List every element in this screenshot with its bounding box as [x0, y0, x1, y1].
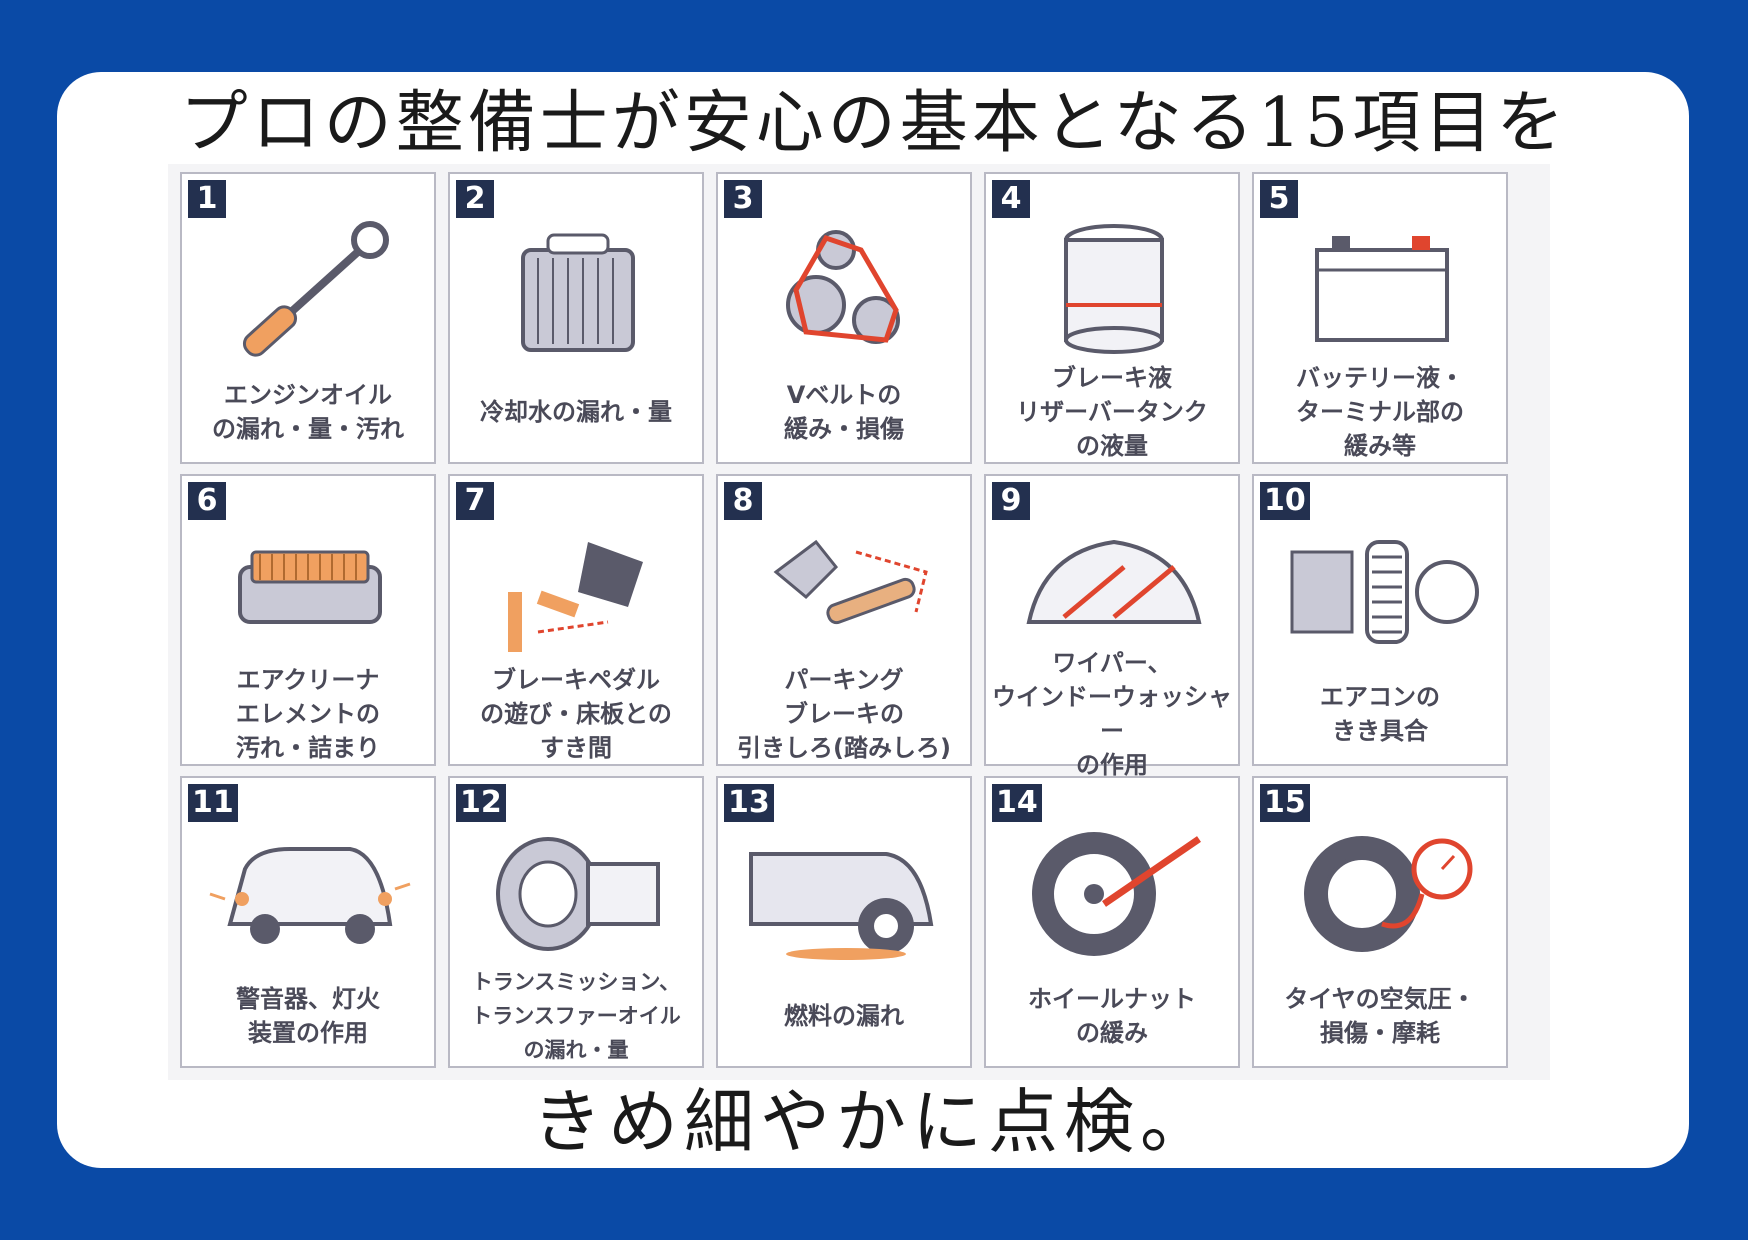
inspection-item-6: 6 エアクリーナ エレメントの 汚れ・詰まり — [180, 474, 436, 766]
inspection-item-10: 10 エアコンの きき具合 — [1252, 474, 1508, 766]
item-label: 警音器、灯火 装置の作用 — [236, 985, 380, 1047]
item-label: Vベルトの 緩み・損傷 — [784, 381, 904, 443]
parking-brake-icon — [736, 512, 956, 662]
item-label: タイヤの空気圧・ 損傷・摩耗 — [1284, 985, 1476, 1047]
item-number-badge: 11 — [188, 784, 238, 822]
item-label: 冷却水の漏れ・量 — [480, 398, 672, 426]
brake-pedal-icon — [468, 512, 688, 662]
brake-fluid-tank-icon — [1004, 210, 1224, 360]
wiper-icon — [1004, 512, 1224, 662]
item-number-badge: 6 — [188, 482, 226, 520]
item-label: バッテリー液・ ターミナル部の 緩み等 — [1296, 364, 1464, 460]
item-number-badge: 3 — [724, 180, 762, 218]
footline: きめ細やかに点検。 — [532, 1081, 1216, 1163]
inspection-item-5: 5 バッテリー液・ ターミナル部の 緩み等 — [1252, 172, 1508, 464]
headline: プロの整備士が安心の基本となる15項目を — [179, 84, 1569, 163]
car-lights-icon — [200, 814, 420, 964]
item-number-badge: 4 — [992, 180, 1030, 218]
inspection-item-14: 14 ホイールナット の緩み — [984, 776, 1240, 1068]
inspection-item-13: 13 燃料の漏れ — [716, 776, 972, 1068]
item-number-badge: 8 — [724, 482, 762, 520]
item-label: パーキング ブレーキの 引きしろ(踏みしろ) — [737, 666, 951, 762]
item-label: ホイールナット の緩み — [1028, 985, 1196, 1047]
item-label: トランスミッション、 トランスファーオイル の漏れ・量 — [471, 970, 681, 1062]
air-conditioner-icon — [1272, 512, 1492, 662]
item-number-badge: 9 — [992, 482, 1030, 520]
tire-pressure-icon — [1272, 814, 1492, 964]
item-number-badge: 14 — [992, 784, 1042, 822]
item-label: エンジンオイル の漏れ・量・汚れ — [212, 381, 404, 443]
inspection-item-9: 9 ワイパー、 ウインドーウォッシャー の作用 — [984, 474, 1240, 779]
air-filter-icon — [200, 512, 420, 662]
inspection-item-15: 15 タイヤの空気圧・ 損傷・摩耗 — [1252, 776, 1508, 1068]
item-label: ブレーキペダル の遊び・床板との すき間 — [480, 666, 672, 762]
item-label: ブレーキ液 リザーバータンク の液量 — [1016, 364, 1208, 460]
item-number-badge: 7 — [456, 482, 494, 520]
item-label: エアコンの きき具合 — [1320, 683, 1440, 745]
oil-dipstick-icon — [200, 210, 420, 360]
fuel-leak-icon — [736, 814, 956, 964]
battery-icon — [1272, 210, 1492, 360]
item-label: 燃料の漏れ — [784, 1002, 904, 1030]
inspection-item-11: 11 警音器、灯火 装置の作用 — [180, 776, 436, 1068]
transmission-icon — [468, 814, 688, 964]
item-number-badge: 5 — [1260, 180, 1298, 218]
item-number-badge: 10 — [1260, 482, 1310, 520]
inspection-item-2: 2 冷却水の漏れ・量 — [448, 172, 704, 464]
inspection-item-12: 12 トランスミッション、 トランスファーオイル の漏れ・量 — [448, 776, 704, 1068]
item-label: ワイパー、 ウインドーウォッシャー の作用 — [992, 649, 1232, 779]
inspection-item-8: 8 パーキング ブレーキの 引きしろ(踏みしろ) — [716, 474, 972, 766]
inspection-item-7: 7 ブレーキペダル の遊び・床板との すき間 — [448, 474, 704, 766]
item-label: エアクリーナ エレメントの 汚れ・詰まり — [236, 666, 380, 762]
radiator-icon — [468, 210, 688, 360]
item-number-badge: 15 — [1260, 784, 1310, 822]
inspection-item-4: 4 ブレーキ液 リザーバータンク の液量 — [984, 172, 1240, 464]
item-number-badge: 13 — [724, 784, 774, 822]
item-number-badge: 2 — [456, 180, 494, 218]
wheel-nut-icon — [1004, 814, 1224, 964]
v-belt-icon — [736, 210, 956, 360]
item-number-badge: 1 — [188, 180, 226, 218]
inspection-item-1: 1 エンジンオイル の漏れ・量・汚れ — [180, 172, 436, 464]
item-number-badge: 12 — [456, 784, 506, 822]
